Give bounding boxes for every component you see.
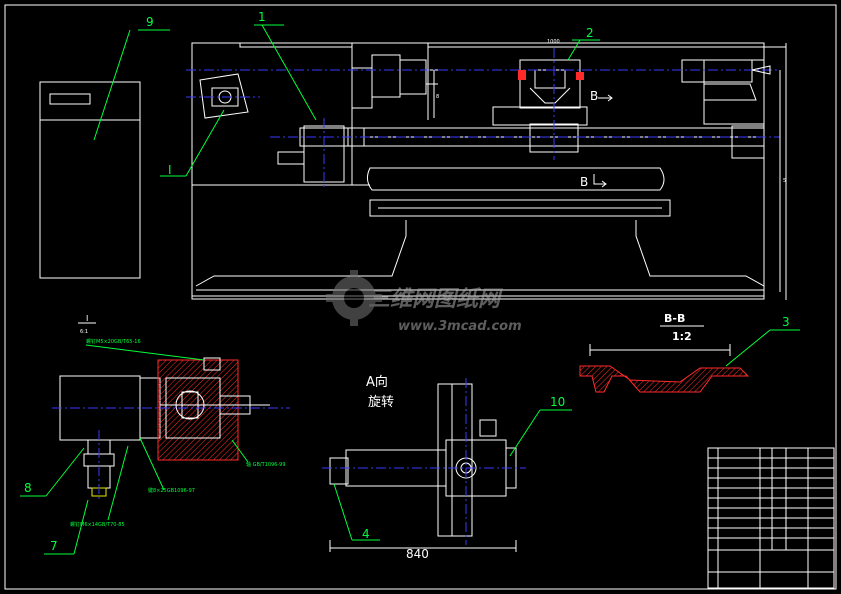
detail-I-view: I 6:1 螺钉M5×20GB/T65-16 轴 GB/T1096-99 键8×… xyxy=(52,314,290,528)
lathe-main-view xyxy=(186,42,780,300)
view-note-line2: 旋转 xyxy=(368,395,394,410)
callout-I: I xyxy=(168,163,172,177)
svg-text:键8×25GB1096-97: 键8×25GB1096-97 xyxy=(148,487,195,494)
callout-7: 7 xyxy=(50,539,58,553)
watermark: 三维网图纸网 www.3mcad.com xyxy=(326,270,522,334)
callout-9: 9 xyxy=(146,15,154,29)
callout-1: 1 xyxy=(258,10,266,24)
dim-right-vertical: 5 xyxy=(783,178,786,184)
callout-3: 3 xyxy=(782,315,790,329)
section-arrows: B B xyxy=(580,89,613,189)
watermark-brand: 三维网图纸网 xyxy=(368,286,503,312)
b-arrow-upper: B xyxy=(590,89,598,103)
callout-numbers: 1 2 9 I 3 10 4 8 7 xyxy=(24,10,790,553)
section-scale: 1:2 xyxy=(672,330,692,343)
callout-2: 2 xyxy=(586,26,594,40)
part-9-box xyxy=(39,81,141,279)
detail-scale: 6:1 xyxy=(80,329,88,335)
dim-top: 1000 xyxy=(547,39,560,45)
gear-logo-icon xyxy=(326,270,382,326)
dim-bottom: 840 xyxy=(406,547,429,561)
svg-text:螺钉M5×20GB/T65-16: 螺钉M5×20GB/T65-16 xyxy=(86,338,141,345)
svg-text:螺钉M6×14GB/T70-85: 螺钉M6×14GB/T70-85 xyxy=(70,521,125,528)
drawing-frame xyxy=(4,4,837,590)
section-b-b: B-B 1:2 xyxy=(579,312,750,393)
callout-10: 10 xyxy=(550,395,565,409)
callout-4: 4 xyxy=(362,527,370,541)
dim-left-vertical: 8 xyxy=(436,94,439,100)
title-block xyxy=(707,447,835,589)
detail-title: I xyxy=(86,314,88,323)
section-title: B-B xyxy=(664,312,685,325)
view-note-line1: A向 xyxy=(366,374,388,390)
b-arrow-lower: B xyxy=(580,175,588,189)
callout-8: 8 xyxy=(24,481,32,495)
callout-leaders xyxy=(20,24,800,555)
svg-text:轴 GB/T1096-99: 轴 GB/T1096-99 xyxy=(246,461,286,468)
main-dimensions: 1000 8 5 xyxy=(192,39,787,300)
watermark-url: www.3mcad.com xyxy=(398,319,522,334)
a-view: A向 旋转 840 xyxy=(322,374,526,561)
